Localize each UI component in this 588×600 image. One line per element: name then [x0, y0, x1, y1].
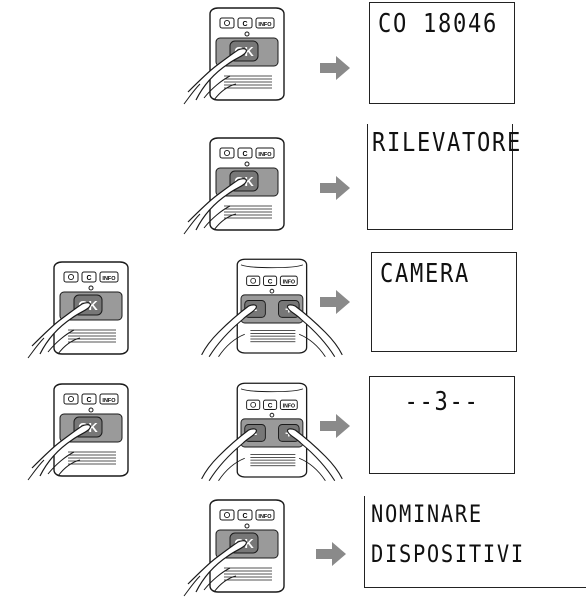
lcd-display: CO 18046 [369, 2, 515, 104]
lcd-line-2: DISPOSITIVI [371, 540, 525, 568]
arrow-right-icon [320, 414, 350, 438]
lcd-line-1: CAMERA [380, 259, 471, 289]
remote-ok-press-illustration [27, 383, 129, 481]
lcd-display: CAMERA [371, 252, 517, 352]
arrow-right-icon [316, 542, 346, 566]
arrow-right-icon [320, 56, 350, 80]
lcd-line-1: --3-- [404, 387, 480, 417]
remote-ok-press-illustration [183, 137, 285, 235]
step-1: CO 18046 [0, 0, 588, 110]
remote-ok-press-illustration [183, 499, 285, 597]
remote-ok-press-illustration [27, 261, 129, 359]
step-2: RILEVATORE [0, 118, 588, 238]
lcd-line-1: CO 18046 [378, 9, 499, 39]
lcd-line-1: RILEVATORE [372, 128, 523, 158]
arrow-right-icon [320, 290, 350, 314]
lcd-display: RILEVATORE [367, 124, 520, 230]
step-4: --3-- [0, 374, 588, 486]
lcd-line-1: NOMINARE [371, 500, 483, 528]
lcd-display: --3-- [369, 376, 515, 474]
step-5: NOMINARE DISPOSITIVI [0, 494, 588, 597]
arrow-right-icon [320, 176, 350, 200]
lcd-display: NOMINARE DISPOSITIVI [364, 496, 586, 588]
remote-ok-press-illustration [183, 7, 285, 105]
step-3: CAMERA [0, 250, 588, 362]
